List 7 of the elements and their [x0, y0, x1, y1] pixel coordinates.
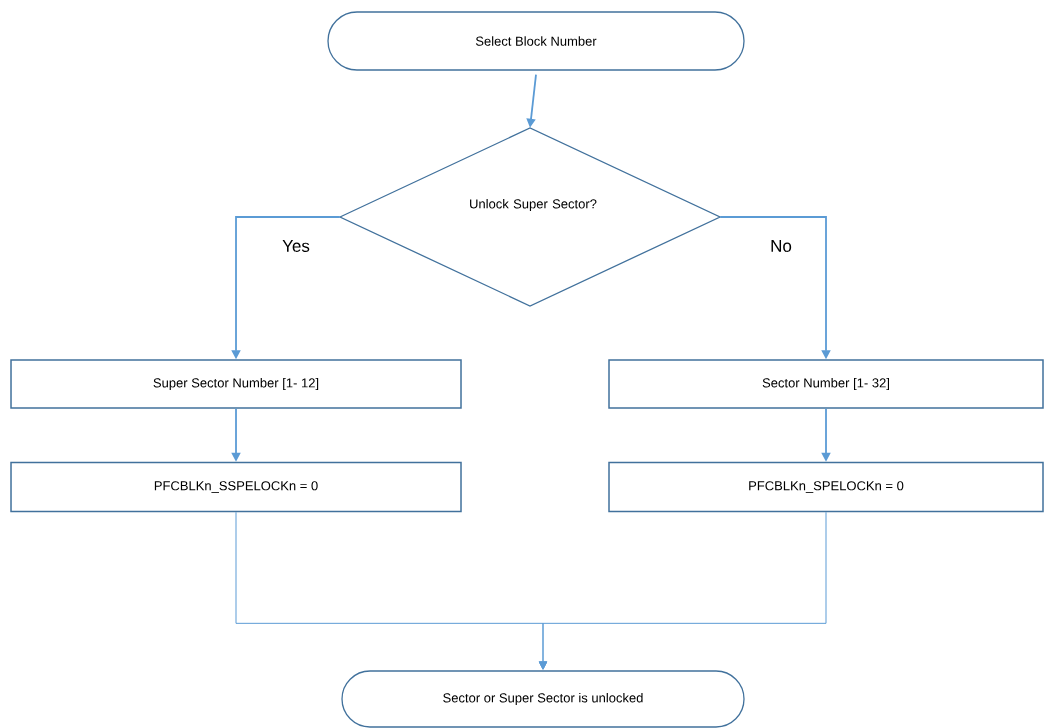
process-box: PFCBLKn_SSPELOCKn = 0: [10, 461, 462, 513]
process-box: Sector Number [1- 32]: [608, 359, 1044, 409]
arrow: [538, 511, 827, 670]
edge-label: Yes: [282, 240, 310, 252]
process-box: PFCBLKn_SPELOCKn = 0: [608, 461, 1044, 513]
process-box: Super Sector Number [1- 12]: [10, 359, 462, 409]
edge-label: No: [771, 240, 792, 252]
